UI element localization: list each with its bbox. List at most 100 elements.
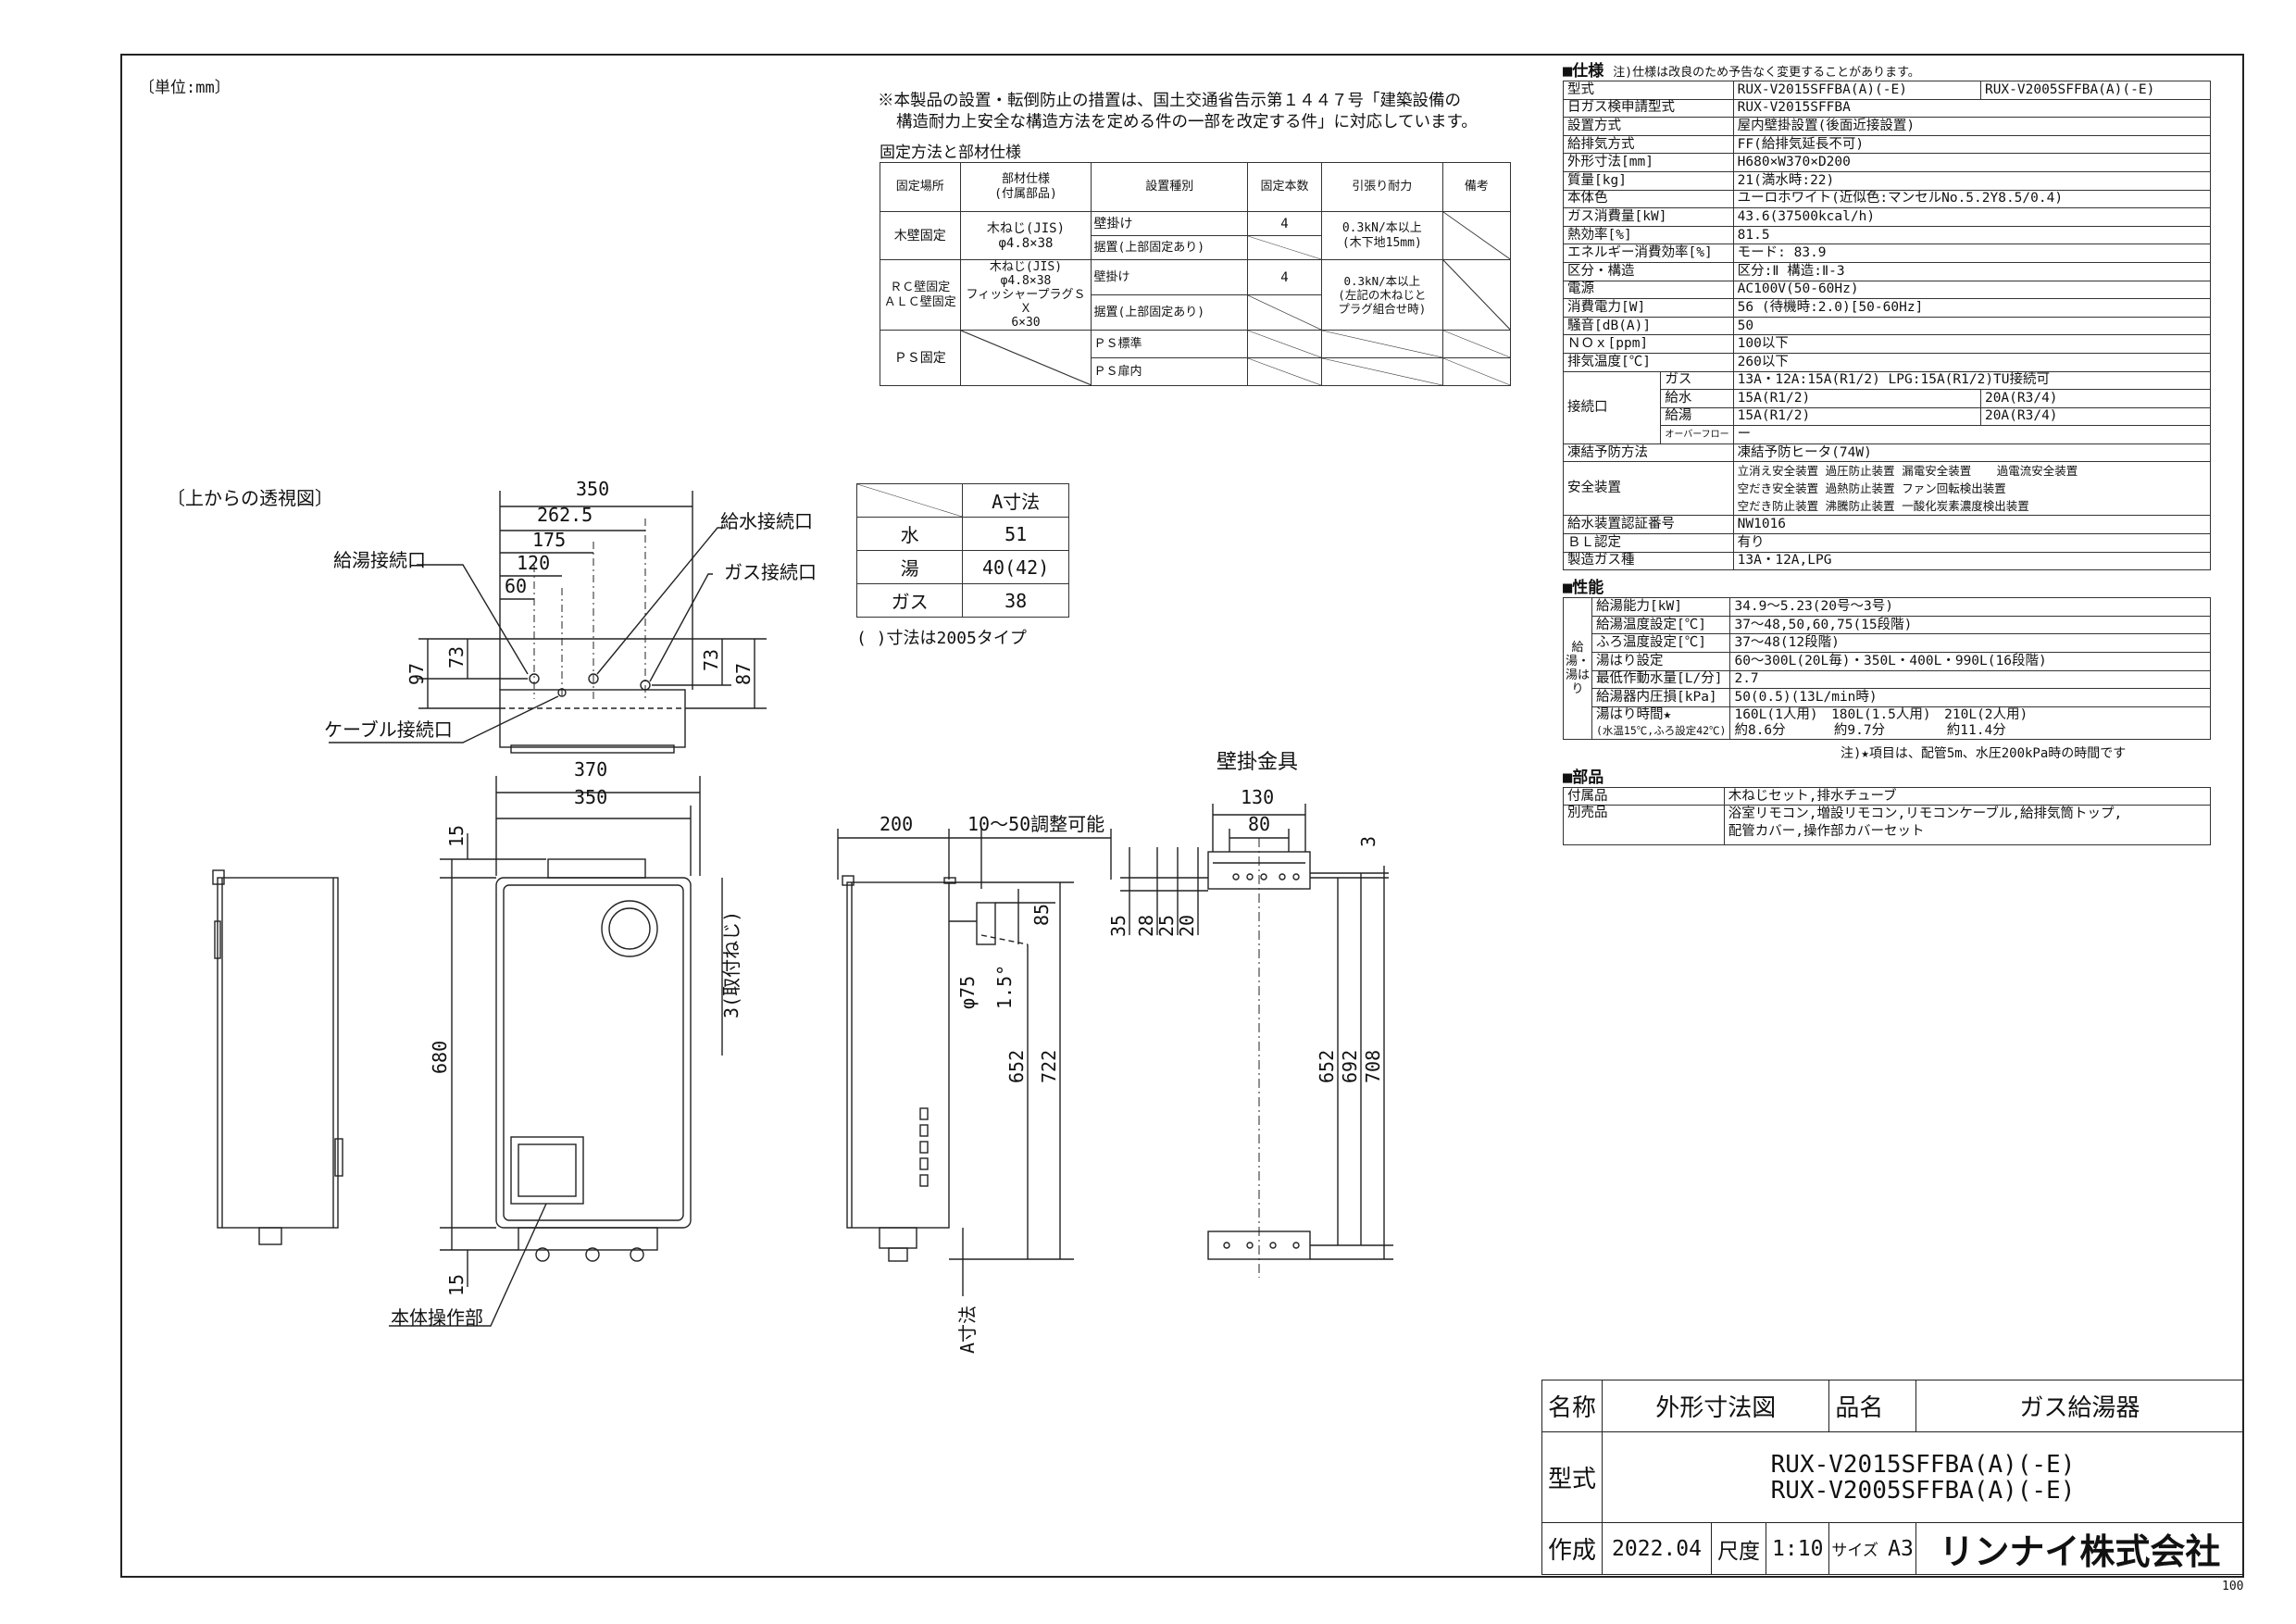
spec-safety-line: 立消え安全装置 過圧防止装置 漏電安全装置 過電流安全装置 (1737, 464, 2078, 479)
spec-row-value: 260以下 (1732, 352, 2212, 372)
tb-model1: RUX-V2015SFFBA(A)(-E) (1770, 1450, 2076, 1479)
dim-262: 262.5 (537, 504, 593, 526)
spec-safety-line: 空だき防止装置 沸騰防止装置 一酸化炭素濃度検出装置 (1737, 499, 2029, 514)
fixing-rc-strength: 0.3kN/本以上 (左記の木ねじと プラグ組合せ時) (1320, 259, 1443, 331)
fixing-ps-n2 (1441, 357, 1512, 386)
dim-35: 35 (1107, 915, 1129, 937)
fixing-header: 固定場所 (880, 162, 961, 212)
title-block: 名称 外形寸法図 品名 ガス給湯器 型式 RUX-V2015SFFBA(A)(-… (1541, 1380, 2245, 1575)
spec-safety-label: 安全装置 (1563, 461, 1734, 517)
dim-97: 97 (406, 663, 428, 685)
spec-title: ■仕様注)仕様は改良のため予告なく変更することがあります。 (1563, 62, 1920, 81)
perf-row-value: 50(0.5)(13L/min時) (1729, 688, 2211, 707)
dim-a: A寸法 (956, 1305, 979, 1354)
spec-conn-value2: 20A(R3/4) (1979, 406, 2212, 427)
label-gas-port: ガス接続口 (724, 561, 817, 583)
spec-freeze-value: 凍結予防ヒータ(74W) (1732, 443, 2212, 463)
spec-conn-value: 15A(R1/2) (1732, 389, 1981, 408)
spec-safety-value: 立消え安全装置 過圧防止装置 漏電安全装置 過電流安全装置 空だき安全装置 過熱… (1732, 461, 2212, 517)
spec-conn-value: 13A・12A:15A(R1/2) LPG:15A(R1/2)TU接続可 (1732, 370, 2212, 391)
spec-row-value: 43.6(37500kcal/h) (1732, 207, 2212, 227)
fixing-ps-material (959, 330, 1092, 386)
dim-370: 370 (574, 758, 607, 781)
dim-3: 3 (1357, 836, 1379, 847)
spec-row-label: 消費電力[W] (1563, 298, 1734, 318)
tb-model-label: 型式 (1541, 1431, 1603, 1523)
perf-fill-label: 湯はり時間★(水温15℃,ふろ設定42℃) (1591, 706, 1731, 740)
label-hot-port: 給湯接続口 (333, 549, 426, 571)
tb-date: 2022.04 (1602, 1522, 1713, 1575)
spec-row-label: 設置方式 (1563, 117, 1734, 136)
spec-row-value: NW1016 (1732, 515, 2212, 535)
spec-row-value: 100以下 (1732, 334, 2212, 354)
spec-freeze-label: 凍結予防方法 (1563, 443, 1734, 463)
spec-row-value: ユーロホワイト(近似色:マンセルNo.5.2Y8.5/0.4) (1732, 189, 2212, 209)
fixing-header: 設置種別 (1091, 162, 1249, 212)
drawing-frame (120, 54, 2244, 1578)
tb-model2: RUX-V2005SFFBA(A)(-E) (1770, 1476, 2076, 1505)
a-table-value: 51 (962, 517, 1069, 551)
dim-652-bracket: 652 (1316, 1050, 1338, 1083)
spec-row-value: 56 (待機時:2.0)[50-60Hz] (1732, 298, 2212, 318)
front-top-bracket (547, 858, 646, 879)
dim-80: 80 (1248, 813, 1270, 835)
spec-row-label: 騒音[dB(A)] (1563, 316, 1734, 336)
a-table-label: 水 (855, 517, 964, 551)
fixing-wood-material: 木ねじ(JIS) φ4.8×38 (959, 211, 1092, 260)
parts-sep-value: 浴室リモコン,増設リモコン,リモコンケーブル,給排気筒トップ,配管カバー,操作部… (1723, 805, 2212, 846)
tb-made-label: 作成 (1541, 1522, 1603, 1575)
fixing-wood-count: 4 (1247, 211, 1322, 236)
spec-row-value: AC100V(50-60Hz) (1732, 280, 2212, 300)
fixing-header: 固定本数 (1247, 162, 1322, 212)
fixing-header: 備考 (1441, 162, 1512, 212)
parts-acc-label: 付属品 (1563, 786, 1725, 806)
spec-row-label: 本体色 (1563, 189, 1734, 209)
spec-row-label: ＮＯｘ[ppm] (1563, 334, 1734, 354)
spec-table: 型式 RUX-V2015SFFBA(A)(-E) RUX-V2005SFFBA(… (1562, 81, 2212, 571)
label-control-panel: 本体操作部 (391, 1306, 483, 1329)
dim-mount-screw: 3(取付ねじ) (720, 911, 742, 1018)
left-side-body (217, 877, 339, 1229)
dim-phi75: φ75 (956, 976, 979, 1009)
perf-row-label: 最低作動水量[L/分] (1591, 669, 1731, 690)
fixing-rc-note (1441, 259, 1512, 331)
dim-87: 87 (732, 663, 755, 685)
parts-sep-label: 別売品 (1563, 805, 1725, 846)
dim-692: 692 (1339, 1050, 1361, 1083)
perf-row-value: 37～48(12段階) (1729, 633, 2211, 654)
dim-73a: 73 (445, 646, 468, 668)
fixing-ps-s2 (1320, 357, 1443, 386)
perf-row-value: 2.7 (1729, 669, 2211, 690)
a-table-note: ( )寸法は2005タイプ (856, 629, 1027, 648)
a-table-label: ガス (855, 583, 964, 618)
spec-row-label: 区分・構造 (1563, 261, 1734, 281)
dim-652-side: 652 (1005, 1050, 1028, 1083)
fixing-ps-place: ＰＳ固定 (880, 330, 961, 386)
spec-row-label: エネルギー消費効率[%] (1563, 244, 1734, 263)
fixing-title: 固定方法と部材仕様 (880, 144, 1021, 162)
a-table-corner (855, 483, 964, 518)
spec-row-value: 81.5 (1732, 225, 2212, 245)
spec-conn-name: 給湯 (1660, 406, 1734, 427)
spec-row-value: 21(満水時:22) (1732, 170, 2212, 191)
perf-row-value: 34.9～5.23(20号～3号) (1729, 597, 2211, 617)
spec-safety-line: 空だき安全装置 過熱防止装置 ファン回転検出装置 (1737, 481, 2006, 496)
perf-row-label: 給湯器内圧損[kPa] (1591, 688, 1731, 707)
install-note-line1: ※本製品の設置・転倒防止の措置は、国土交通省告示第１４４７号「建築設備の (878, 92, 1461, 110)
tb-scale: 1:10 (1766, 1522, 1830, 1575)
perf-row-label: ふろ温度設定[℃] (1591, 633, 1731, 654)
spec-conn-value2: 20A(R3/4) (1979, 389, 2212, 408)
dim-85: 85 (1030, 904, 1053, 926)
perf-note: 注)★項目は、配管5m、水圧200kPa時の時間です (1841, 745, 2127, 761)
perf-row-value: 37～48,50,60,75(15段階) (1729, 615, 2211, 635)
top-view-body (499, 689, 686, 748)
perf-table: 給湯・湯はり 給湯能力[kW]34.9～5.23(20号～3号) 給湯温度設定[… (1563, 597, 2211, 740)
spec-row-label: 日ガス検申請型式 (1563, 98, 1734, 119)
spec-row-value: 13A・12A,LPG (1732, 551, 2212, 571)
dim-200: 200 (880, 813, 913, 835)
fixing-rc-type2: 据置(上部固定あり) (1091, 294, 1249, 331)
tb-name: 外形寸法図 (1602, 1380, 1830, 1432)
dim-25: 25 (1155, 915, 1178, 937)
spec-row-value: RUX-V2015SFFBA (1732, 98, 2212, 119)
